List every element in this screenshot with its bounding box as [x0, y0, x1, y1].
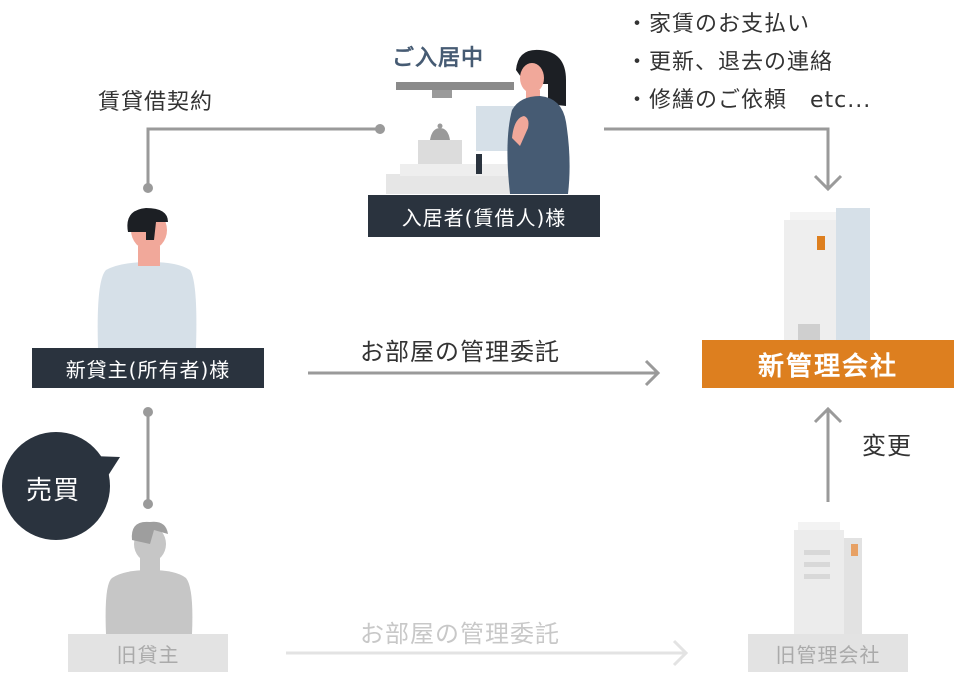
new-owner-hair [127, 208, 168, 240]
consign-arrow-old [286, 639, 689, 667]
old-company-label: 旧管理会社 [748, 634, 908, 672]
sale-label: 売買 [26, 476, 81, 506]
tenant-hand [512, 116, 529, 146]
task-item-repair: ・修繕のご依頼 etc... [626, 88, 872, 113]
sale-connector-end-bottom [143, 499, 153, 509]
lamp-stem [432, 90, 452, 98]
counter [386, 174, 536, 194]
lease-connector [146, 127, 380, 188]
management-consign-old-label: お部屋の管理委託 [360, 620, 560, 648]
building-window-accent [817, 236, 825, 250]
building-door [798, 324, 820, 340]
task-item-rent: ・家賃のお支払い [626, 12, 811, 37]
tenant-body [507, 96, 570, 194]
sale-connector-end-top [143, 407, 153, 417]
new-owner-body [97, 262, 197, 348]
lease-connector-end-left [143, 183, 153, 193]
consign-arrow-new [308, 359, 661, 387]
wall-shelf [396, 82, 514, 90]
tenant-status-label: ご入居中 [392, 46, 485, 71]
old-building-icon [794, 522, 862, 638]
kettle-icon [430, 128, 450, 140]
lease-connector-end-right [375, 124, 385, 134]
change-label: 変更 [862, 432, 912, 460]
old-owner-label: 旧貸主 [68, 634, 228, 672]
old-owner-body [105, 570, 193, 634]
sale-bubble [2, 432, 120, 540]
management-consign-label: お部屋の管理委託 [360, 338, 560, 366]
tenant-label: 入居者(賃借人)様 [368, 195, 600, 237]
new-building-icon [784, 208, 870, 340]
tenant-illustration [386, 49, 570, 194]
counter-step [400, 164, 520, 176]
lease-contract-label: 賃貸借契約 [98, 90, 214, 115]
old-owner-hair [131, 521, 168, 544]
new-owner-label: 新貸主(所有者)様 [32, 348, 264, 388]
change-arrow [813, 406, 843, 502]
tenant-face [520, 63, 544, 93]
new-owner-illustration [97, 208, 197, 348]
old-building-window-accent [851, 544, 858, 556]
tenant-to-company-arrow [604, 127, 843, 192]
pot [476, 154, 482, 174]
task-item-renewal: ・更新、退去の連絡 [626, 50, 834, 75]
old-owner-illustration [105, 521, 193, 634]
new-company-label: 新管理会社 [702, 340, 954, 388]
new-owner-neck [138, 246, 160, 266]
